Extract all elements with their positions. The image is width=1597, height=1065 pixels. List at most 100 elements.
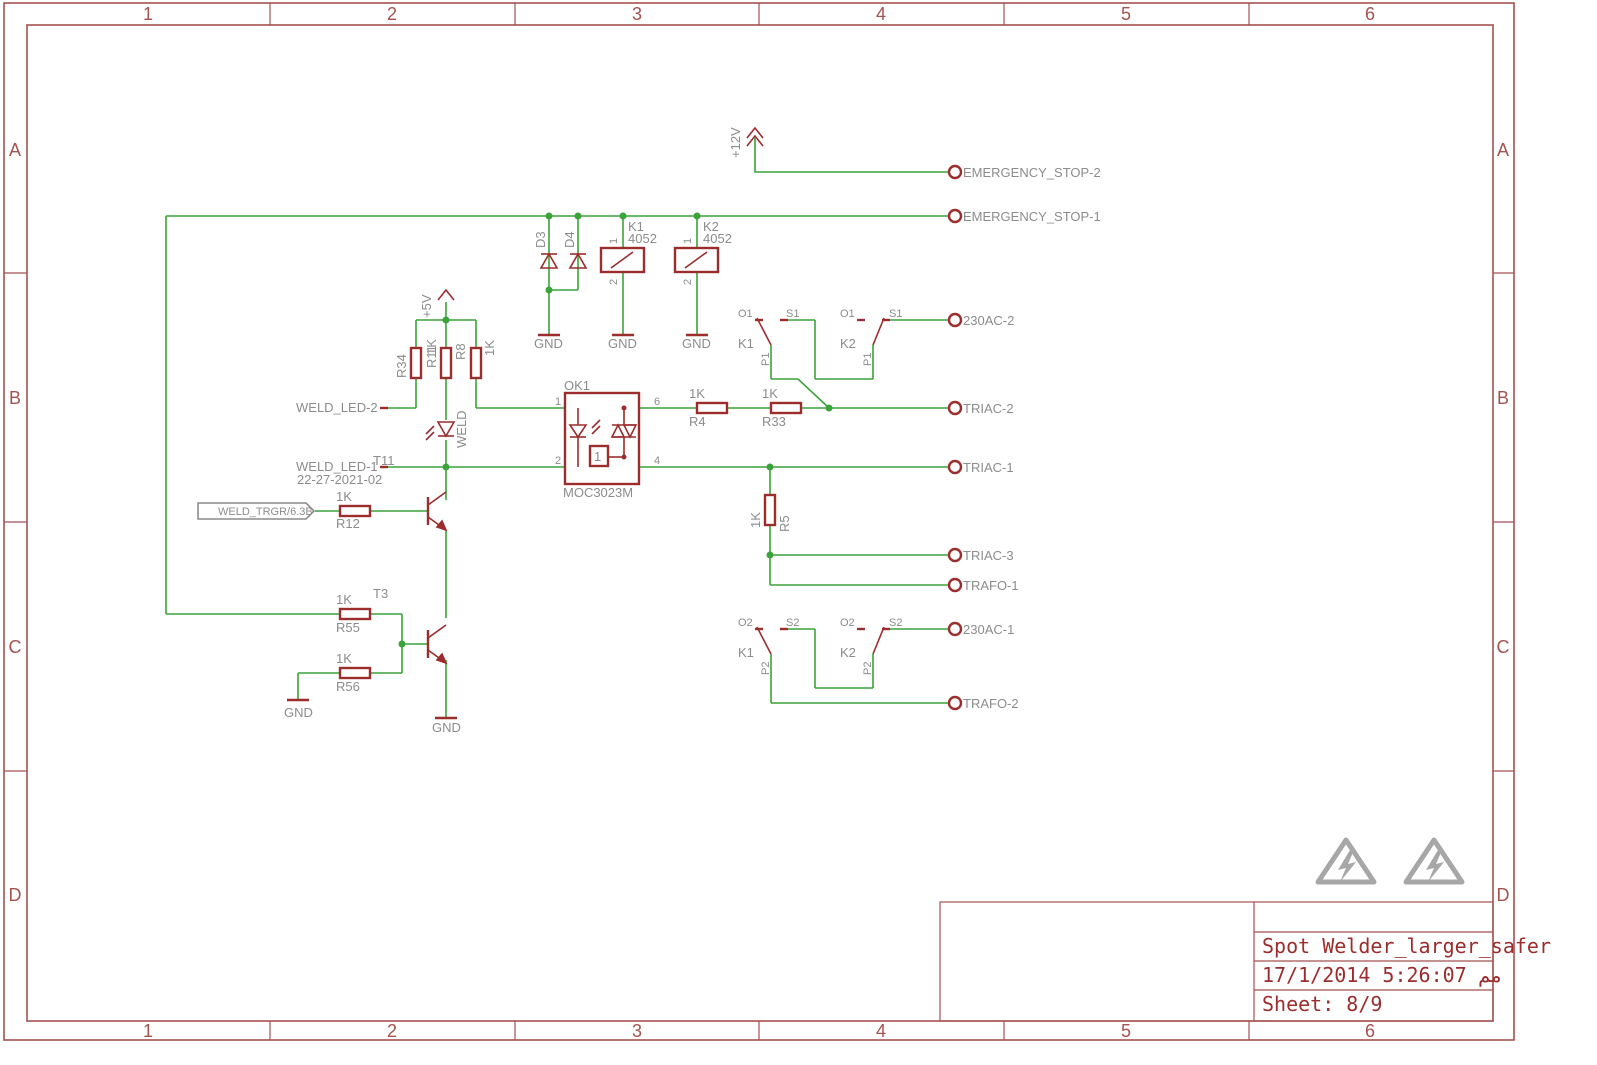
connector-trafo-2: TRAFO-2 bbox=[947, 695, 1019, 711]
connector-230ac-1: 230AC-1 bbox=[947, 621, 1014, 637]
supply-12v-label: +12V bbox=[728, 127, 743, 158]
contact-k2-o1: O1 bbox=[840, 308, 855, 320]
supply-12v-symbol: +12V bbox=[728, 126, 764, 158]
zone-row-c: C bbox=[9, 637, 22, 657]
connector-triac-1: TRIAC-1 bbox=[947, 459, 1014, 475]
led-weld-label: WELD bbox=[454, 410, 469, 448]
led-weld: WELD bbox=[425, 410, 469, 448]
resistor-r33: 1K R33 bbox=[762, 386, 803, 429]
zone-col-5: 5 bbox=[1121, 4, 1131, 24]
optocoupler-pin4: 4 bbox=[654, 455, 660, 467]
resistor-r55: 1K R55 bbox=[336, 592, 372, 635]
connector-emergency-stop-2-label: EMERGENCY_STOP-2 bbox=[963, 165, 1101, 180]
contact-k2-p1: P1 bbox=[862, 353, 874, 366]
contact-k2-s2: S2 bbox=[889, 617, 902, 629]
resistor-r55-value: 1K bbox=[336, 592, 352, 607]
resistor-r55-label: R55 bbox=[336, 620, 360, 635]
junction-dots bbox=[398, 212, 833, 648]
connector-trafo-1: TRAFO-1 bbox=[947, 577, 1019, 593]
diode-d3: D3 bbox=[533, 231, 559, 269]
resistor-r5-value: 1K bbox=[748, 512, 763, 528]
relay-contact-k1-lower: O2 S2 K1 P2 bbox=[738, 617, 799, 675]
diode-d3-label: D3 bbox=[533, 231, 548, 248]
zone-row-a: A bbox=[9, 140, 21, 160]
gnd-label: GND bbox=[534, 336, 563, 351]
gnd-symbol: GND bbox=[432, 716, 461, 735]
title-block: Spot Welder_larger_safer 17/1/2014 5:26:… bbox=[939, 901, 1551, 1022]
relay-k1-value: 4052 bbox=[628, 231, 657, 246]
contact-k2-label: K2 bbox=[840, 336, 856, 351]
connector-230ac-2-label: 230AC-2 bbox=[963, 313, 1014, 328]
resistor-r12-label: R12 bbox=[336, 516, 360, 531]
zone-column-labels-top: 1 2 3 4 5 6 bbox=[143, 4, 1375, 24]
gnd-symbol: GND bbox=[534, 333, 563, 351]
transistor-upper bbox=[426, 491, 448, 532]
zone-col-6-bottom: 6 bbox=[1365, 1021, 1375, 1041]
connector-emergency-stop-2: EMERGENCY_STOP-2 bbox=[947, 164, 1101, 180]
zone-row-b: B bbox=[9, 388, 21, 408]
contact-k1-s1: S1 bbox=[786, 308, 799, 320]
drawing-frame bbox=[3, 2, 1515, 1041]
net-label-weld-led-1-code: 22-27-2021-02 bbox=[297, 472, 382, 487]
high-voltage-warning-icon bbox=[1315, 837, 1377, 885]
resistor-r8: R8 1K bbox=[453, 340, 497, 380]
contact-k1-o1: O1 bbox=[738, 308, 753, 320]
relay-k2-label: K2 bbox=[703, 219, 719, 234]
contact-k2-s1: S1 bbox=[889, 308, 902, 320]
zone-col-4-bottom: 4 bbox=[876, 1021, 886, 1041]
resistor-r4: 1K R4 bbox=[689, 386, 729, 429]
zone-col-3: 3 bbox=[632, 4, 642, 24]
supply-5v-label: +5V bbox=[419, 294, 434, 318]
net-label-weld-led-1: WELD_LED-1 22-27-2021-02 T11 bbox=[296, 453, 394, 487]
resistor-r34-label: R34 bbox=[394, 354, 409, 378]
relay-coil-k2: K2 4052 1 2 bbox=[673, 219, 732, 285]
optocoupler-pin6: 6 bbox=[654, 396, 660, 408]
resistor-r8-label: R8 bbox=[453, 343, 468, 360]
net-label-weld-led-2: WELD_LED-2 bbox=[296, 400, 388, 415]
contact-k2-lower-label: K2 bbox=[840, 645, 856, 660]
zone-col-2-bottom: 2 bbox=[387, 1021, 397, 1041]
net-label-t11: T11 bbox=[373, 453, 394, 468]
zone-col-5-bottom: 5 bbox=[1121, 1021, 1131, 1041]
resistor-r11-value: 1K bbox=[424, 339, 439, 355]
zone-col-6: 6 bbox=[1365, 4, 1375, 24]
gnd-label: GND bbox=[432, 720, 461, 735]
resistor-r56-label: R56 bbox=[336, 679, 360, 694]
relay-k2-pin1: 1 bbox=[682, 238, 694, 244]
resistor-r33-label: R33 bbox=[762, 414, 786, 429]
zone-row-d-right: D bbox=[1497, 885, 1510, 905]
net-label-weld-trgr-text: WELD_TRGR/6.3B bbox=[218, 506, 313, 518]
zone-col-4: 4 bbox=[876, 4, 886, 24]
zone-row-c-right: C bbox=[1497, 637, 1510, 657]
connector-triac-2: TRIAC-2 bbox=[947, 400, 1014, 416]
zone-row-labels-left: A B C D bbox=[9, 140, 22, 905]
high-voltage-warning-icon bbox=[1403, 837, 1465, 885]
relay-coil-k1: K1 4052 1 2 bbox=[599, 219, 657, 285]
contact-k2-p2: P2 bbox=[862, 662, 874, 675]
connector-230ac-2: 230AC-2 bbox=[947, 312, 1014, 328]
zone-row-d: D bbox=[9, 885, 22, 905]
connector-triac-1-label: TRIAC-1 bbox=[963, 460, 1014, 475]
relay-contact-k2-lower: O2 S2 K2 P2 bbox=[840, 617, 902, 675]
connector-230ac-1-label: 230AC-1 bbox=[963, 622, 1014, 637]
gnd-symbol: GND bbox=[608, 333, 637, 351]
gnd-label: GND bbox=[682, 336, 711, 351]
resistor-r34: R34 bbox=[394, 346, 423, 380]
relay-k1-pin2: 2 bbox=[608, 279, 620, 285]
connector-emergency-stop-1-label: EMERGENCY_STOP-1 bbox=[963, 209, 1101, 224]
optocoupler-pin2: 2 bbox=[555, 455, 561, 467]
net-label-weld-led-1-text: WELD_LED-1 bbox=[296, 459, 378, 474]
connector-triac-3: TRIAC-3 bbox=[947, 547, 1014, 563]
wires bbox=[165, 138, 948, 718]
title-block-title: Spot Welder_larger_safer bbox=[1262, 934, 1551, 958]
resistor-r11-label: R11 bbox=[424, 345, 439, 368]
resistor-r4-label: R4 bbox=[689, 414, 706, 429]
zone-col-3-bottom: 3 bbox=[632, 1021, 642, 1041]
gnd-symbol: GND bbox=[284, 698, 313, 720]
optocoupler-label: OK1 bbox=[564, 378, 590, 393]
optocoupler-ok1: 1 OK1 MOC3023M 1 2 6 4 bbox=[555, 378, 660, 500]
resistor-r5-label: R5 bbox=[777, 515, 792, 532]
contact-k2-o2: O2 bbox=[840, 617, 855, 629]
contact-k1-lower-label: K1 bbox=[738, 645, 754, 660]
